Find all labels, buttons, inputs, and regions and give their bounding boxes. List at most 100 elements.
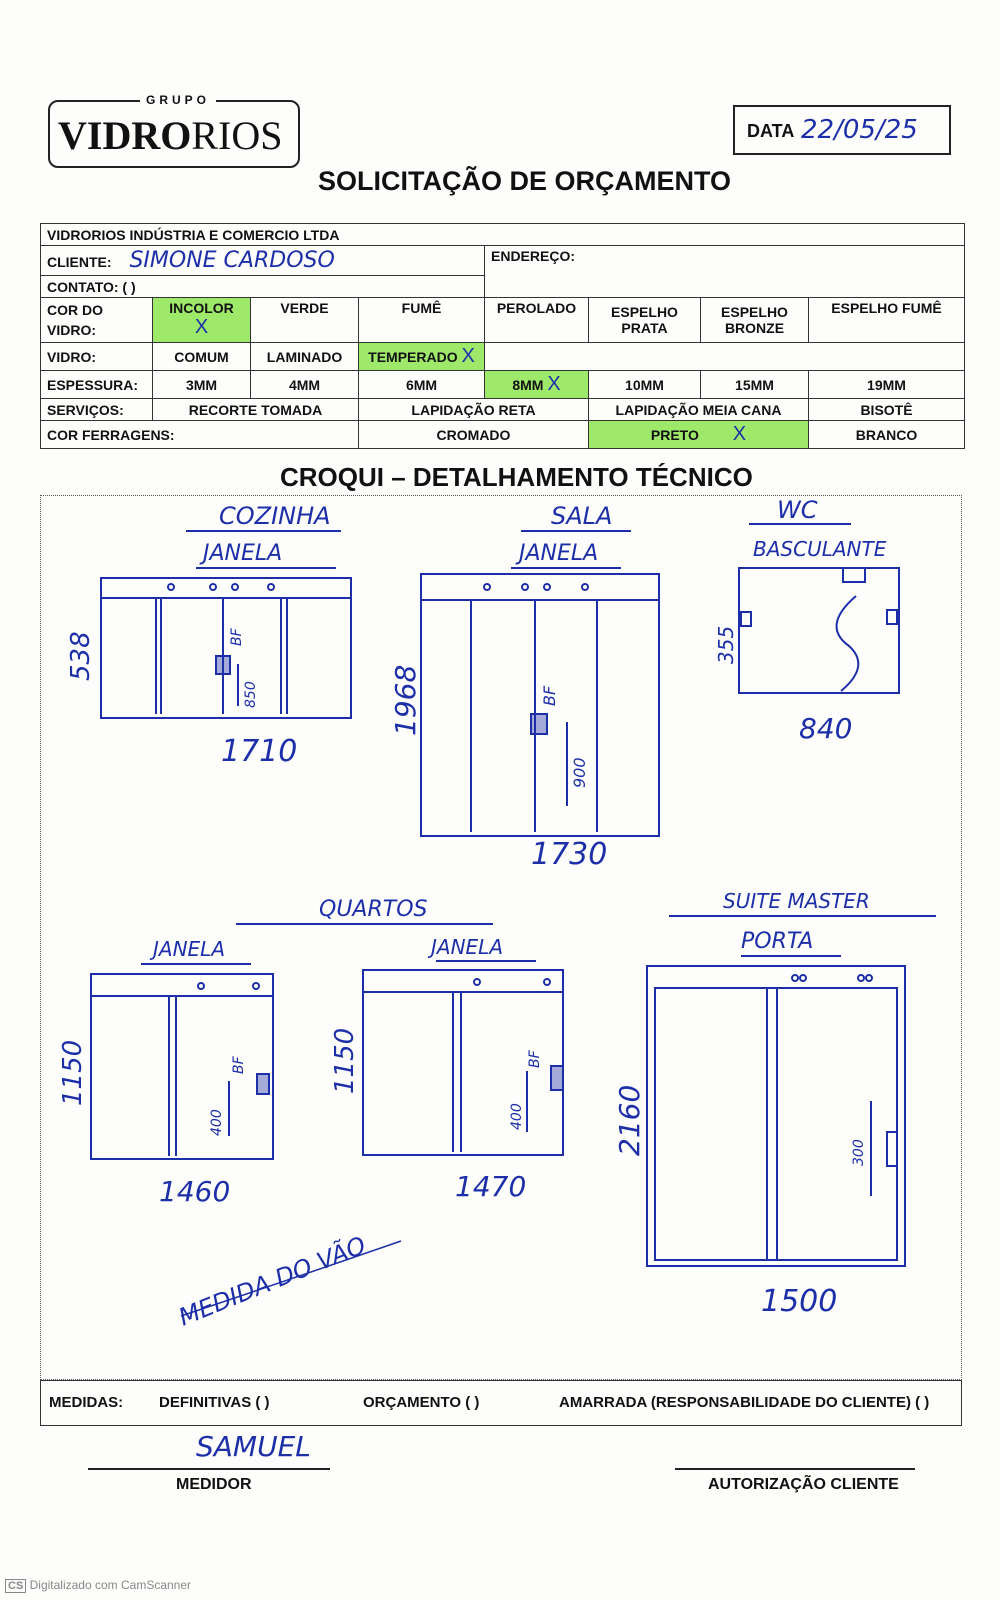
- sala-window-sketch: [420, 530, 660, 837]
- vidro-option-comum: COMUM: [152, 342, 251, 371]
- cor-vidro-label: COR DO VIDRO:: [40, 297, 153, 343]
- espessura-4mm: 4MM: [250, 370, 359, 399]
- ferragem-cromado: CROMADO: [358, 420, 589, 449]
- croqui-area: COZINHA JANELA 1710 538 BF 850 SALA JANE…: [40, 495, 962, 1380]
- sala-type-label: JANELA: [515, 541, 598, 566]
- company-name: VIDRORIOS INDÚSTRIA E COMERCIO LTDA: [40, 223, 965, 246]
- company-logo: GRUPO VIDRORIOS: [48, 93, 300, 168]
- quarto2-type-label: JANELA: [427, 935, 503, 959]
- page-title: SOLICITAÇÃO DE ORÇAMENTO: [318, 166, 732, 196]
- preto-text: PRETO: [650, 427, 699, 443]
- medidas-label: MEDIDAS:: [49, 1394, 124, 1411]
- cor-incolor-text: INCOLOR: [169, 300, 234, 316]
- cor-option-perolado: PEROLADO: [484, 297, 589, 343]
- camscanner-badge: CS: [5, 1579, 27, 1593]
- cor-option-espelho-fume: ESPELHO FUMÊ: [808, 297, 965, 343]
- espessura-6mm: 6MM: [358, 370, 485, 399]
- scanner-text: Digitalizado com CamScanner: [29, 1578, 192, 1592]
- cor-option-fume: FUMÊ: [358, 297, 485, 343]
- medidor-signature-line: [88, 1468, 330, 1470]
- cozinha-bf-label: BF: [229, 627, 245, 646]
- wc-width: 840: [799, 712, 852, 745]
- quarto1-bf-label: BF: [231, 1055, 247, 1074]
- quarto2-bf-height: 400: [509, 1103, 525, 1130]
- vidro-empty: [484, 342, 965, 371]
- quarto1-window-sketch: [90, 963, 274, 1160]
- date-label: DATA: [747, 121, 795, 141]
- 8mm-text: 8MM: [512, 377, 544, 393]
- cozinha-room-label: COZINHA: [219, 502, 331, 530]
- vidro-label: VIDRO:: [40, 342, 153, 371]
- logo-main-text: VIDRO: [58, 113, 192, 158]
- medidas-bar: MEDIDAS: DEFINITIVAS ( ) ORÇAMENTO ( ) A…: [40, 1380, 962, 1426]
- logo-name: VIDRORIOS: [58, 112, 282, 159]
- sala-room-label: SALA: [551, 502, 612, 530]
- medidor-signature: SAMUEL: [196, 1430, 311, 1463]
- cor-option-espelho-prata: ESPELHO PRATA: [588, 297, 701, 343]
- suite-height: 2160: [613, 1085, 646, 1156]
- quarto1-bf-height: 400: [209, 1109, 225, 1136]
- servico-lapidacao-meia-cana: LAPIDAÇÃO MEIA CANA: [588, 398, 809, 421]
- cliente-cell: CLIENTE: SIMONE CARDOSO: [40, 245, 485, 276]
- espessura-label: ESPESSURA:: [40, 370, 153, 399]
- date-value: 22/05/25: [801, 115, 918, 145]
- suite-door-sketch: [646, 915, 936, 1267]
- quarto2-bf-label: BF: [527, 1049, 543, 1068]
- quarto2-height: 1150: [330, 1028, 360, 1094]
- ferragem-branco: BRANCO: [808, 420, 965, 449]
- cor-label-line1: COR DO: [47, 302, 103, 318]
- servico-lapidacao-reta: LAPIDAÇÃO RETA: [358, 398, 589, 421]
- temperado-text: TEMPERADO: [368, 349, 458, 365]
- quarto1-width: 1460: [159, 1175, 230, 1208]
- autorizacao-label: AUTORIZAÇÃO CLIENTE: [708, 1476, 899, 1493]
- croqui-title: CROQUI – DETALHAMENTO TÉCNICO: [280, 462, 753, 492]
- quarto1-height: 1150: [58, 1040, 88, 1106]
- contato-cell: CONTATO: ( ): [40, 275, 485, 298]
- espessura-10mm: 10MM: [588, 370, 701, 399]
- espessura-8mm: 8MM X: [484, 370, 589, 399]
- glass-spec-table: VIDRORIOS INDÚSTRIA E COMERCIO LTDA CLIE…: [40, 223, 965, 449]
- medidas-amarrada: AMARRADA (RESPONSABILIDADE DO CLIENTE) (…: [559, 1394, 930, 1411]
- croqui-drawing: COZINHA JANELA 1710 538 BF 850 SALA JANE…: [58, 496, 936, 1332]
- quarto2-window-sketch: [362, 960, 564, 1156]
- 8mm-check-mark: X: [547, 373, 561, 395]
- wc-basculante-sketch: [738, 523, 900, 694]
- endereco-label: ENDEREÇO:: [491, 248, 576, 264]
- quarto1-type-label: JANELA: [149, 937, 225, 961]
- ferragens-label: COR FERRAGENS:: [40, 420, 359, 449]
- servico-bisote: BISOTÊ: [808, 398, 965, 421]
- servicos-label: SERVIÇOS:: [40, 398, 153, 421]
- preto-check-mark: X: [732, 423, 747, 445]
- cliente-label: CLIENTE:: [47, 254, 112, 270]
- medida-do-vao-note: MEDIDA DO VÃO: [174, 1229, 370, 1331]
- espessura-19mm: 19MM: [808, 370, 965, 399]
- vidro-option-laminado: LAMINADO: [250, 342, 359, 371]
- cozinha-window-sketch: [100, 530, 352, 719]
- logo-grupo-text: GRUPO: [140, 93, 217, 107]
- medidas-orcamento: ORÇAMENTO ( ): [363, 1394, 480, 1411]
- servico-recorte-tomada: RECORTE TOMADA: [152, 398, 359, 421]
- sala-bf-label: BF: [540, 685, 559, 706]
- cozinha-bf-height: 850: [243, 681, 259, 708]
- quarto2-width: 1470: [455, 1170, 526, 1203]
- medidas-definitivas: DEFINITIVAS ( ): [159, 1394, 270, 1411]
- ferragem-preto: PRETO X: [588, 420, 809, 449]
- scanner-watermark: CS Digitalizado com CamScanner: [5, 1578, 192, 1593]
- sala-height: 1968: [389, 665, 422, 736]
- endereco-cell: ENDEREÇO:: [484, 245, 965, 298]
- sala-width: 1730: [531, 837, 607, 872]
- suite-room-label: SUITE MASTER: [723, 889, 870, 913]
- logo-thin-text: RIOS: [191, 113, 283, 158]
- temperado-check-mark: X: [461, 345, 475, 367]
- cliente-signature-line: [675, 1468, 915, 1470]
- wc-type-label: BASCULANTE: [753, 537, 887, 561]
- cor-option-espelho-bronze: ESPELHO BRONZE: [700, 297, 809, 343]
- suite-type-label: PORTA: [741, 929, 813, 954]
- cor-label-line2: VIDRO:: [47, 322, 96, 338]
- wc-room-label: WC: [777, 496, 818, 524]
- medidor-label: MEDIDOR: [176, 1476, 252, 1493]
- sala-bf-height: 900: [570, 757, 589, 788]
- incolor-check-mark: X: [194, 316, 209, 338]
- vidro-option-temperado: TEMPERADO X: [358, 342, 485, 371]
